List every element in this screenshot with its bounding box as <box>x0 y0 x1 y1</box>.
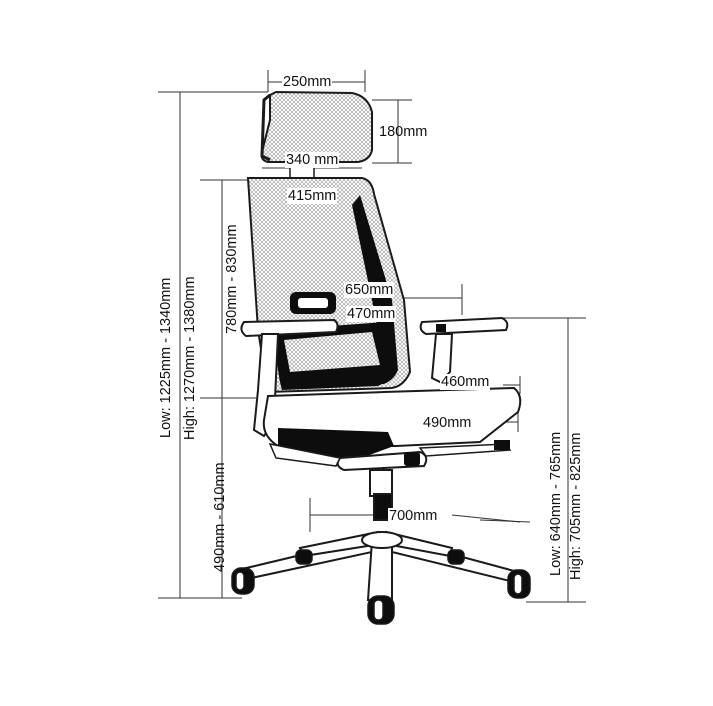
base <box>236 469 520 601</box>
total-height-high-label: High: 1270mm - 1380mm <box>182 276 198 440</box>
backrest-height-label: 780mm - 830mm <box>224 224 240 334</box>
armrest-outer-width-label: 650mm <box>344 282 395 298</box>
armrests <box>240 316 509 438</box>
headrest-height-label: 180mm <box>379 124 428 140</box>
seat <box>262 386 522 472</box>
headrest-lower-width-label: 340 mm <box>285 152 340 168</box>
seat-depth-label: 460mm <box>440 374 491 390</box>
castors <box>231 549 531 625</box>
backrest <box>246 177 412 394</box>
total-height-low-label: Low: 1225mm - 1340mm <box>158 277 174 438</box>
seat-height-label: 490mm - 610mm <box>212 462 228 572</box>
armrest-height-high-label: High: 705mm - 825mm <box>568 432 584 580</box>
backrest-width-label: 415mm <box>287 188 338 204</box>
armrest-height-low-label: Low: 640mm - 765mm <box>548 431 564 576</box>
headrest-width-label: 250mm <box>282 74 333 90</box>
base-diameter-label: 700mm <box>388 508 439 524</box>
seat-width-label: 490mm <box>422 415 473 431</box>
armrest-inner-width-label: 470mm <box>346 306 397 322</box>
